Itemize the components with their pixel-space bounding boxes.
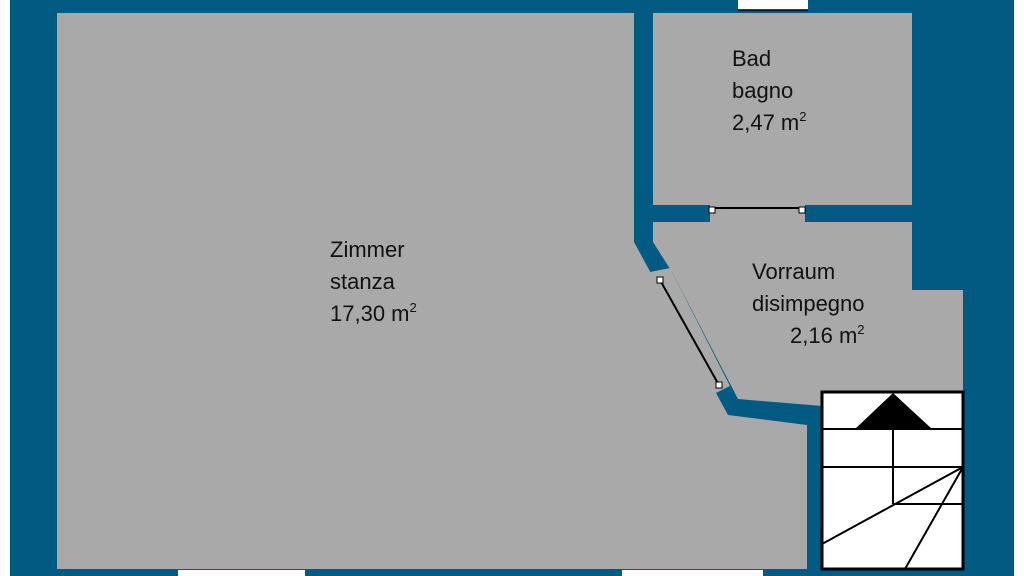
room-name-de: Bad [732,46,772,71]
room-name-it: bagno [732,78,794,103]
room-name-it: disimpegno [752,291,865,316]
room-name-de: Zimmer [330,237,405,262]
window-top [738,0,808,10]
staircase [820,390,965,571]
room-label-zimmer: Zimmer stanza 17,30 m2 [330,234,417,330]
room-area: 2,47 m2 [732,109,807,135]
room-label-vorraum: Vorraum disimpegno 2,16 m2 [752,256,865,352]
room-vorraum-floor [653,222,963,406]
window-bottom-right [622,570,763,576]
bad-door-opening [710,204,805,223]
room-label-bad: Bad bagno 2,47 m2 [732,43,807,139]
room-area: 2,16 m2 [790,322,865,348]
vorraum-door [659,279,721,388]
room-area: 17,30 m2 [330,300,417,326]
room-name-de: Vorraum [752,259,836,284]
room-bad-floor [653,13,912,205]
window-bottom-left [178,570,305,576]
stair-up-arrow-icon [855,393,932,429]
room-name-it: stanza [330,269,395,294]
room-zimmer-floor [57,13,807,569]
